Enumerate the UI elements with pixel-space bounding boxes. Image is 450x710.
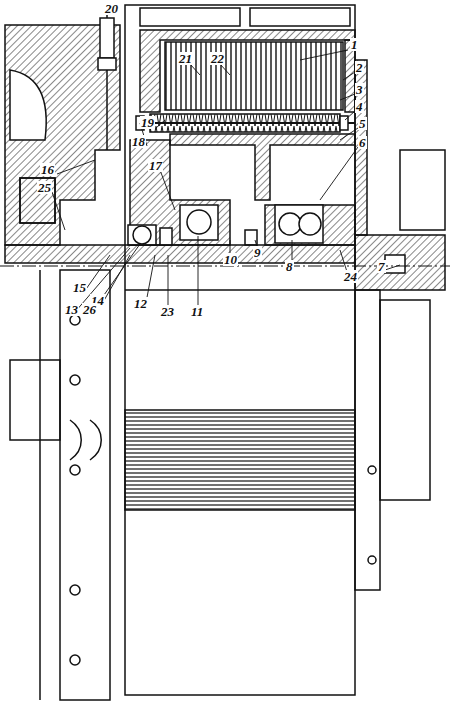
callout-number: 21 <box>178 52 193 65</box>
callout-number: 1 <box>350 38 359 51</box>
callout-number: 8 <box>285 260 294 273</box>
callout-number: 4 <box>355 100 364 113</box>
callout-number: 22 <box>210 52 225 65</box>
callout-number: 26 <box>82 303 97 316</box>
callout-number: 17 <box>148 159 163 172</box>
callout-number: 20 <box>104 2 119 15</box>
callout-number: 6 <box>358 136 367 149</box>
callout-number: 23 <box>160 305 175 318</box>
callout-number: 15 <box>72 281 87 294</box>
callout-number: 12 <box>133 297 148 310</box>
callout-number: 2 <box>355 61 364 74</box>
callout-number: 11 <box>190 305 204 318</box>
callout-number: 18 <box>131 135 146 148</box>
callout-number: 19 <box>140 116 155 129</box>
callout-number: 16 <box>40 163 55 176</box>
callout-number: 24 <box>343 270 358 283</box>
callout-number: 13 <box>64 303 79 316</box>
callout-number: 5 <box>358 117 367 130</box>
callout-number: 9 <box>253 246 262 259</box>
callout-number: 25 <box>37 181 52 194</box>
callout-number: 10 <box>223 253 238 266</box>
callout-number: 3 <box>355 83 364 96</box>
callout-number: 7 <box>377 260 386 273</box>
